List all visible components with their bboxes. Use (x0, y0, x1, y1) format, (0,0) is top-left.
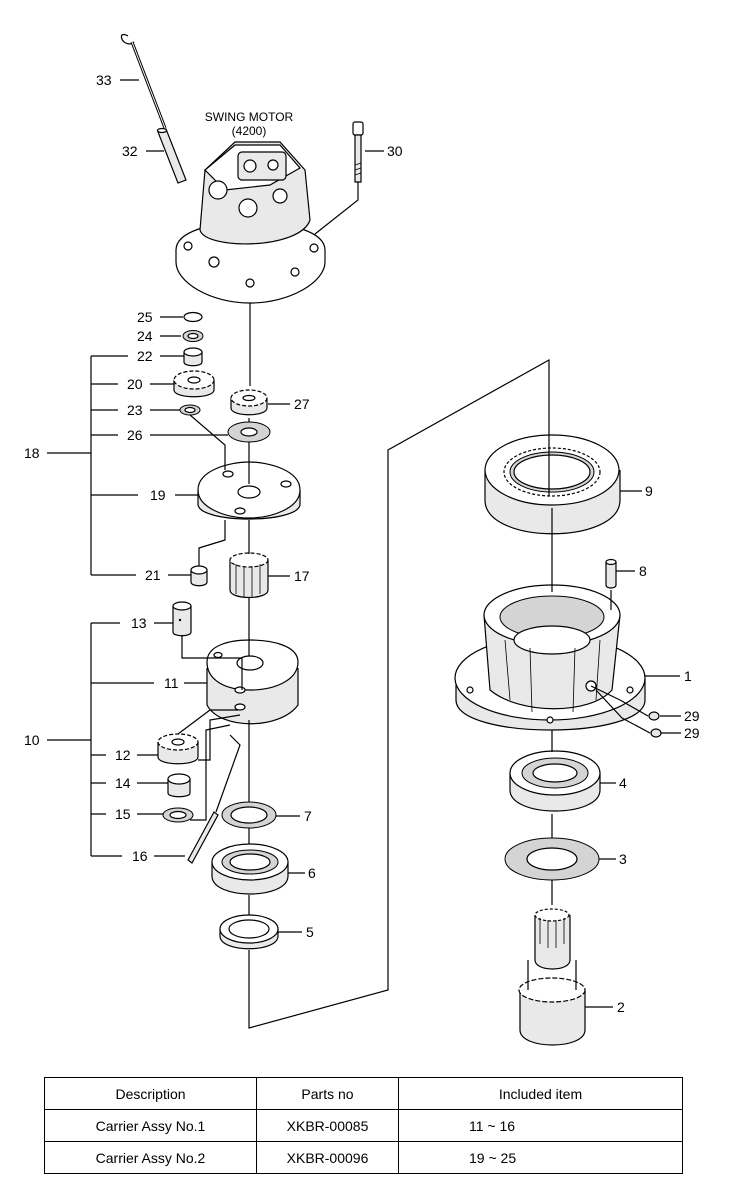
table-row: Carrier Assy No.2 XKBR-00096 19 ~ 25 (44, 1141, 683, 1174)
part-1-housing (454, 584, 646, 731)
cell-description: Carrier Assy No.2 (44, 1141, 257, 1174)
table-header-row: Description Parts no Included item (44, 1077, 683, 1110)
part-17-gear (229, 552, 269, 599)
callout-21: 21 (145, 567, 161, 583)
part-29-plugs (648, 711, 662, 738)
callout-4: 4 (619, 775, 627, 791)
part-27-gear (230, 389, 268, 416)
callout-16: 16 (132, 848, 148, 864)
callout-10: 10 (24, 732, 40, 748)
callout-33: 33 (96, 72, 112, 88)
part-15-washer (162, 807, 194, 823)
part-6-bearing (211, 843, 289, 895)
cell-parts-no: XKBR-00096 (256, 1141, 399, 1174)
part-25-ring (183, 311, 203, 323)
part-7-seal (221, 801, 277, 829)
callout-29-b: 29 (684, 725, 700, 741)
callout-24: 24 (137, 328, 153, 344)
callout-12: 12 (115, 747, 131, 763)
exploded-parts-diagram: SWING MOTOR (4200) (24, 34, 700, 1046)
callout-30: 30 (387, 143, 403, 159)
part-20-gear (173, 370, 215, 398)
callout-17: 17 (294, 568, 310, 584)
callout-27: 27 (294, 396, 310, 412)
callout-22: 22 (137, 348, 153, 364)
part-9-ring-gear (484, 434, 621, 535)
callout-8: 8 (639, 563, 647, 579)
callout-26: 26 (127, 427, 143, 443)
callout-7: 7 (304, 808, 312, 824)
callout-13: 13 (131, 615, 147, 631)
part-21-pin (190, 565, 208, 587)
part-4-bearing (509, 750, 601, 812)
callout-11: 11 (164, 675, 179, 691)
header-description: Description (44, 1077, 257, 1110)
part-23-washer (179, 404, 201, 416)
callout-23: 23 (127, 402, 143, 418)
part-14-bearing (167, 773, 191, 798)
carrier-assy-table: Description Parts no Included item Carri… (44, 1077, 683, 1174)
motor-title: SWING MOTOR (205, 110, 294, 124)
callout-18: 18 (24, 445, 40, 461)
part-19-carrier (197, 461, 301, 520)
leader-lines (47, 79, 681, 1029)
callout-2: 2 (617, 999, 625, 1015)
callout-32: 32 (122, 143, 138, 159)
callout-29-a: 29 (684, 708, 700, 724)
cell-description: Carrier Assy No.1 (44, 1109, 257, 1142)
part-5-seal (219, 914, 279, 950)
callout-1: 1 (684, 668, 692, 684)
part-30-bolt (352, 121, 364, 183)
part-11-carrier (206, 639, 299, 725)
part-12-gear (157, 733, 199, 765)
motor-code: (4200) (232, 124, 267, 138)
part-32-pipe (156, 127, 187, 184)
callout-15: 15 (115, 806, 131, 822)
part-13-pin (172, 601, 192, 637)
part-33-dipstick (120, 34, 167, 129)
header-included-item: Included item (398, 1077, 683, 1110)
part-8-pin (605, 558, 617, 589)
cell-parts-no: XKBR-00085 (256, 1109, 399, 1142)
callout-25: 25 (137, 309, 153, 325)
part-2-shaft (518, 908, 586, 1046)
callout-3: 3 (619, 851, 627, 867)
callout-5: 5 (306, 924, 314, 940)
header-parts-no: Parts no (256, 1077, 399, 1110)
part-16-pin (187, 811, 219, 864)
table-row: Carrier Assy No.1 XKBR-00085 11 ~ 16 (44, 1109, 683, 1142)
callout-20: 20 (127, 376, 143, 392)
cell-included-item: 19 ~ 25 (398, 1141, 683, 1174)
callout-6: 6 (308, 865, 316, 881)
callout-14: 14 (115, 775, 131, 791)
part-3-shim (504, 837, 600, 881)
cell-included-item: 11 ~ 16 (398, 1109, 683, 1142)
callout-9: 9 (645, 483, 653, 499)
callout-labels: 33 32 30 25 24 22 20 23 26 18 19 21 27 1… (24, 72, 700, 1015)
callout-19: 19 (150, 487, 166, 503)
part-22-bushing (183, 347, 203, 367)
swing-motor: SWING MOTOR (4200) (175, 110, 326, 304)
part-24-washer (182, 330, 204, 342)
part-26-washer (227, 421, 271, 443)
